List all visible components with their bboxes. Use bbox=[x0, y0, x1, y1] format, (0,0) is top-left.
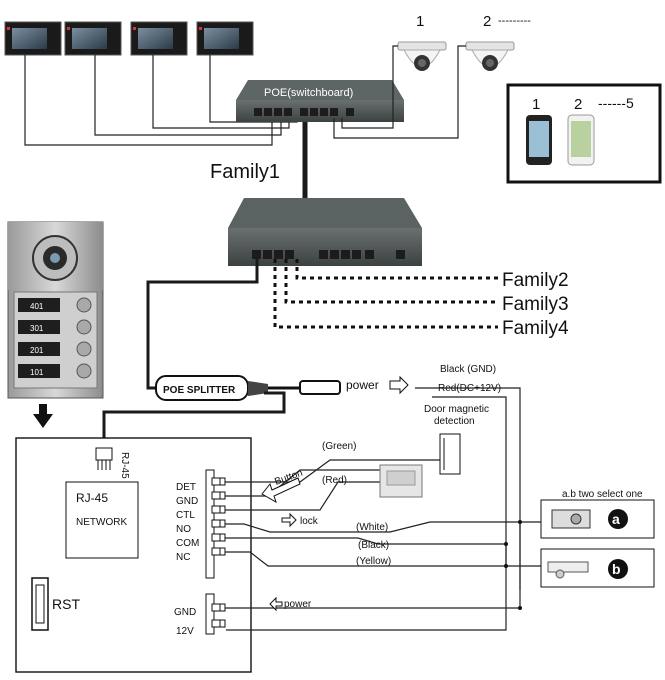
terminal-no: NO bbox=[176, 524, 191, 535]
button-arrow-icon bbox=[261, 477, 301, 504]
indoor-monitor-3 bbox=[130, 21, 188, 56]
camera-more-dashes: --------- bbox=[498, 15, 531, 27]
phone-2-label: 2 bbox=[574, 96, 582, 113]
wire-red-dc12v: Red(DC+12V) bbox=[438, 383, 501, 394]
rj45-title: RJ-45 bbox=[76, 491, 108, 505]
wire-green: (Green) bbox=[322, 441, 356, 452]
door-detection-label: Door magnetic bbox=[424, 404, 489, 415]
splitter-power-label: power bbox=[346, 378, 379, 392]
indoor-monitor-1 bbox=[4, 21, 62, 56]
dome-camera-2 bbox=[465, 41, 515, 71]
wire-yellow: (Yellow) bbox=[356, 556, 391, 567]
dome-camera-1 bbox=[397, 41, 447, 71]
exit-button bbox=[379, 464, 423, 498]
terminal-block bbox=[205, 469, 226, 579]
power-arrow-icon bbox=[389, 375, 409, 395]
door-button-401: 401 bbox=[30, 302, 44, 311]
wire-red: (Red) bbox=[322, 475, 347, 486]
poe-splitter-label: POE SPLITTER bbox=[163, 385, 236, 396]
door-button-101: 101 bbox=[30, 368, 44, 377]
wire-black: (Black) bbox=[358, 540, 389, 551]
door-magnetic-sensor bbox=[439, 433, 461, 475]
poe-switch-main bbox=[228, 198, 422, 266]
poe-splitter bbox=[155, 375, 341, 401]
phone-5-label: ------5 bbox=[598, 95, 634, 111]
wiring bbox=[225, 387, 548, 631]
family3-label: Family3 bbox=[502, 294, 569, 315]
door-detection-label-line2: detection bbox=[434, 416, 475, 427]
phone-1-label: 1 bbox=[532, 96, 540, 113]
terminal-det: DET bbox=[176, 482, 196, 493]
power-terminal-12v: 12V bbox=[176, 626, 194, 637]
lock-option-b-label: b bbox=[612, 561, 621, 577]
indoor-monitor-4 bbox=[196, 21, 254, 56]
lock-option-b bbox=[540, 548, 655, 588]
network-label: NETWORK bbox=[76, 517, 127, 528]
lock-label: lock bbox=[300, 516, 319, 527]
family2-label: Family2 bbox=[502, 270, 569, 291]
power-in-arrow-icon bbox=[269, 596, 283, 612]
wire-white: (White) bbox=[356, 522, 388, 533]
power-terminal-gnd: GND bbox=[174, 607, 196, 618]
door-button-201: 201 bbox=[30, 346, 44, 355]
poe-switch-top bbox=[236, 80, 404, 122]
lock-option-a bbox=[540, 499, 655, 539]
wire-black-gnd: Black (GND) bbox=[440, 364, 496, 375]
terminal-com: COM bbox=[176, 538, 199, 549]
phones-box bbox=[506, 83, 662, 184]
rst-label: RST bbox=[52, 596, 80, 612]
camera-cables bbox=[333, 45, 466, 139]
indoor-monitor-2 bbox=[64, 21, 122, 56]
door-detection-label-line1: Door magnetic bbox=[424, 404, 489, 415]
rj45-box bbox=[65, 481, 139, 559]
rst-button-inner bbox=[35, 584, 45, 624]
terminal-gnd: GND bbox=[176, 496, 198, 507]
rj45-connector bbox=[95, 447, 113, 470]
family1-label: Family1 bbox=[210, 161, 280, 183]
terminal-ctl: CTL bbox=[176, 510, 195, 521]
family4-label: Family4 bbox=[502, 318, 569, 339]
lock-arrow-icon bbox=[281, 512, 297, 528]
splitter-to-board-cable bbox=[102, 391, 286, 448]
door-station bbox=[7, 221, 104, 399]
switch-to-splitter-cable bbox=[146, 259, 259, 390]
lock-select-label: a.b two select one bbox=[562, 489, 643, 500]
door-button-301: 301 bbox=[30, 324, 44, 333]
camera-1-label: 1 bbox=[416, 13, 424, 30]
poe-switch-label: POE(switchboard) bbox=[264, 87, 353, 99]
camera-2-label: 2 bbox=[483, 13, 491, 30]
down-arrow-icon bbox=[33, 404, 53, 428]
lock-option-a-label: a bbox=[612, 511, 620, 527]
family-cables bbox=[273, 259, 498, 329]
junctions bbox=[504, 520, 522, 610]
power-in-label: power bbox=[284, 599, 312, 610]
rj45-arrow-label: RJ-45 bbox=[119, 452, 130, 479]
terminal-nc: NC bbox=[176, 552, 190, 563]
